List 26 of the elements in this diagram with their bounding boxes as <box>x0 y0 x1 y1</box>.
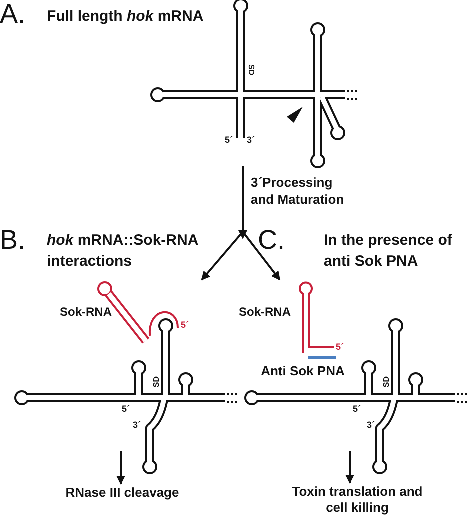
outcome-text: RNase III cleavage <box>64 485 180 501</box>
panel-letter: B. <box>0 224 26 256</box>
end-label: 5´ <box>225 135 233 147</box>
end-label: 5´ <box>181 320 189 332</box>
arrow <box>238 165 281 281</box>
sd-label: SD <box>382 376 392 388</box>
sd-label: SD <box>246 64 256 76</box>
end-label: 3´ <box>247 135 255 147</box>
step-label: 3´Processing and Maturation <box>251 175 346 209</box>
panel-letter: A. <box>0 0 26 30</box>
panel-title: In the presence of anti Sok PNA <box>324 231 454 272</box>
arrow <box>346 451 354 484</box>
rna-label: Sok-RNA <box>60 305 112 321</box>
end-label: 5´ <box>353 404 361 416</box>
panel-letter: C. <box>258 224 285 256</box>
end-label: 5´ <box>122 404 130 416</box>
end-label: 5´ <box>336 342 344 354</box>
sd-label: SD <box>152 376 162 388</box>
outcome-text: Toxin translation and cell killing <box>291 484 424 516</box>
end-label: 3´ <box>367 420 375 432</box>
panel-title: hok mRNA::Sok-RNA interactions <box>47 231 200 272</box>
pna-label: Anti Sok PNA <box>261 364 345 380</box>
rna-label: Sok-RNA <box>239 305 291 321</box>
arrow <box>116 451 126 485</box>
end-label: 3´ <box>133 420 141 432</box>
panel-title: Full length hok mRNA <box>47 7 204 26</box>
